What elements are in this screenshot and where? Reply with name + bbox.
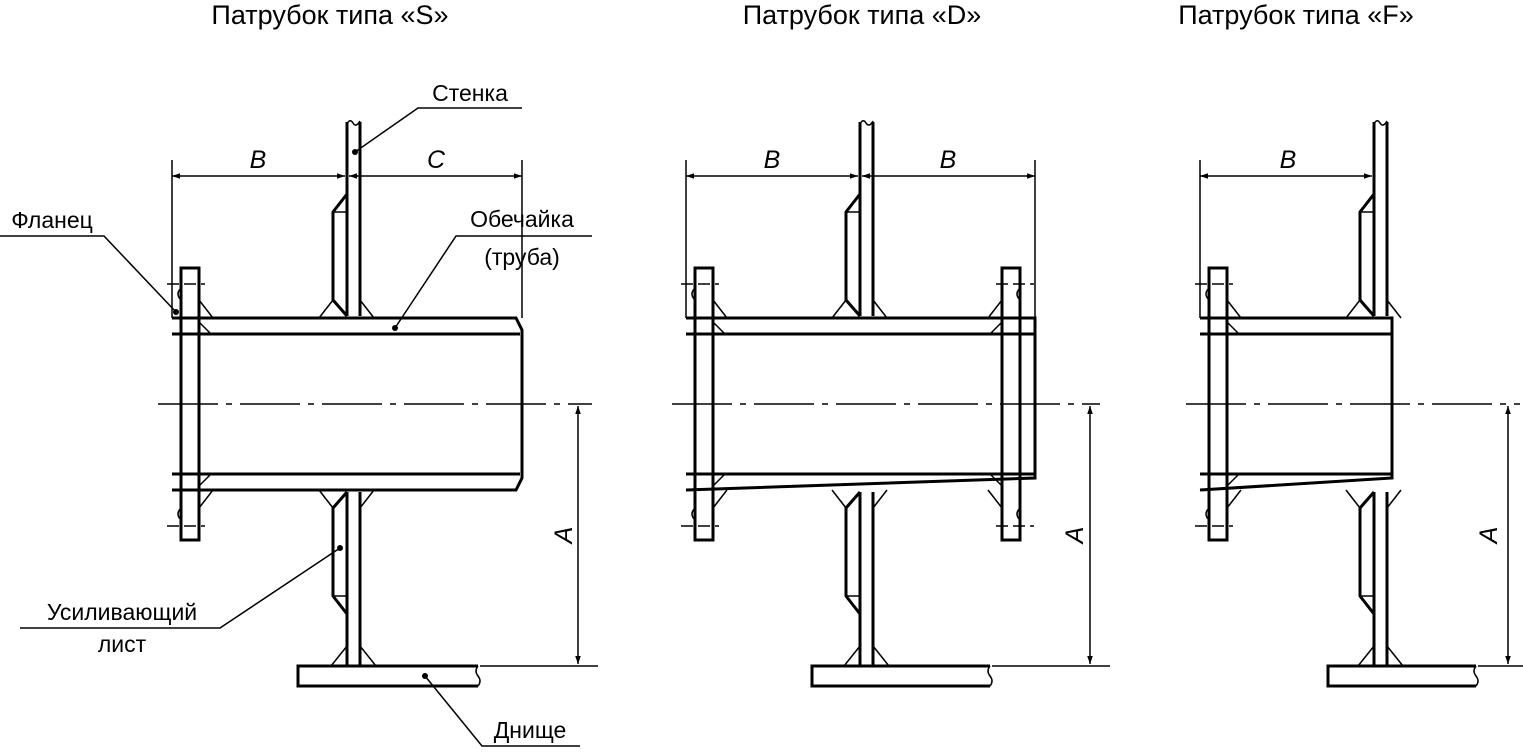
dim-label-a-s: A — [550, 527, 578, 546]
f-wall-upper — [1372, 122, 1389, 316]
leader-flange — [0, 235, 177, 313]
nozzle-geometry — [0, 107, 1523, 747]
d-wall-lower — [858, 492, 875, 666]
leader-shell-dot — [392, 325, 398, 331]
f-wall-break — [1373, 120, 1388, 126]
s-wall-break — [346, 120, 361, 126]
d-bottom-break — [987, 665, 993, 687]
title-type-d: Патрубок типа «D» — [743, 0, 982, 30]
s-bottom-plate — [296, 664, 478, 688]
d-weld-shell-upper — [831, 299, 888, 319]
d-flange-hole-arc-1 — [1016, 287, 1021, 521]
leader-reinforcing-dot — [337, 545, 343, 551]
s-wall-lower — [345, 492, 362, 666]
d-flange-inner-weld-0 — [712, 321, 726, 487]
dim-label-b-f: B — [1280, 146, 1297, 174]
d-flange-weld-0 — [712, 299, 728, 509]
f-bottom-plate — [1326, 664, 1476, 688]
f-weld-shell-upper — [1345, 299, 1402, 319]
f-reinforcing-plate-lower — [1358, 491, 1376, 615]
d-flange-hole-arc-0 — [691, 287, 696, 521]
title-type-f: Патрубок типа «F» — [1178, 0, 1414, 30]
label-reinforcing-sheet: лист — [98, 631, 147, 657]
s-flange-0 — [179, 266, 201, 542]
dim-label-a-d: A — [1061, 527, 1089, 546]
f-reinforcing-plate-upper — [1358, 193, 1376, 317]
label-reinforcing: Усиливающий — [47, 599, 197, 625]
leader-bottom-dot — [422, 673, 428, 679]
d-reinforcing-plate-lower — [844, 491, 862, 615]
title-type-s: Патрубок типа «S» — [211, 0, 448, 30]
d-wall-break — [859, 120, 874, 126]
s-weld-shell-lower — [318, 489, 375, 509]
d-shell-outline — [685, 316, 1037, 492]
d-weld-bottom — [843, 645, 890, 667]
leader-bottom — [424, 675, 580, 747]
d-flange-inner-weld-1 — [989, 321, 1003, 487]
s-reinforcing-plate-upper — [331, 193, 349, 317]
f-wall-lower — [1372, 492, 1389, 666]
s-wall-upper — [345, 122, 362, 316]
f-flange-hole-arc-0 — [1205, 287, 1210, 521]
dim-label-b-d-left: B — [764, 146, 781, 174]
leader-wall — [354, 107, 522, 153]
s-bottom-break — [475, 665, 481, 687]
d-bottom-plate — [810, 664, 990, 688]
f-shell-outline — [1199, 316, 1394, 492]
s-flange-hole-arc-0 — [177, 287, 182, 521]
dim-label-a-f: A — [1475, 527, 1503, 546]
d-flange-0 — [693, 266, 715, 542]
d-reinforcing-plate-upper — [844, 193, 862, 317]
dim-label-b-d-right: B — [940, 146, 957, 174]
f-flange-0 — [1207, 266, 1229, 542]
d-wall-upper — [858, 122, 875, 316]
s-weld-bottom — [330, 645, 377, 667]
f-weld-shell-lower — [1345, 489, 1402, 509]
d-flange-weld-1 — [987, 299, 1003, 509]
dim-label-b-s: B — [250, 146, 267, 174]
s-weld-shell-upper — [318, 299, 375, 319]
leader-shell — [394, 235, 592, 329]
s-flange-weld-0 — [198, 299, 214, 509]
label-bottom: Днище — [494, 717, 567, 743]
f-flange-inner-weld-0 — [1226, 321, 1240, 487]
leader-reinforcing — [20, 547, 341, 629]
dim-label-c-s: C — [427, 146, 446, 174]
leader-flange-dot — [173, 309, 179, 315]
f-bottom-break — [1473, 665, 1479, 687]
label-wall: Стенка — [432, 80, 508, 106]
f-weld-bottom — [1357, 645, 1404, 667]
s-flange-inner-weld-0 — [198, 321, 212, 487]
leader-wall-dot — [352, 149, 358, 155]
d-weld-shell-lower — [831, 489, 888, 509]
f-flange-weld-0 — [1226, 299, 1242, 509]
label-flange: Фланец — [11, 207, 93, 233]
